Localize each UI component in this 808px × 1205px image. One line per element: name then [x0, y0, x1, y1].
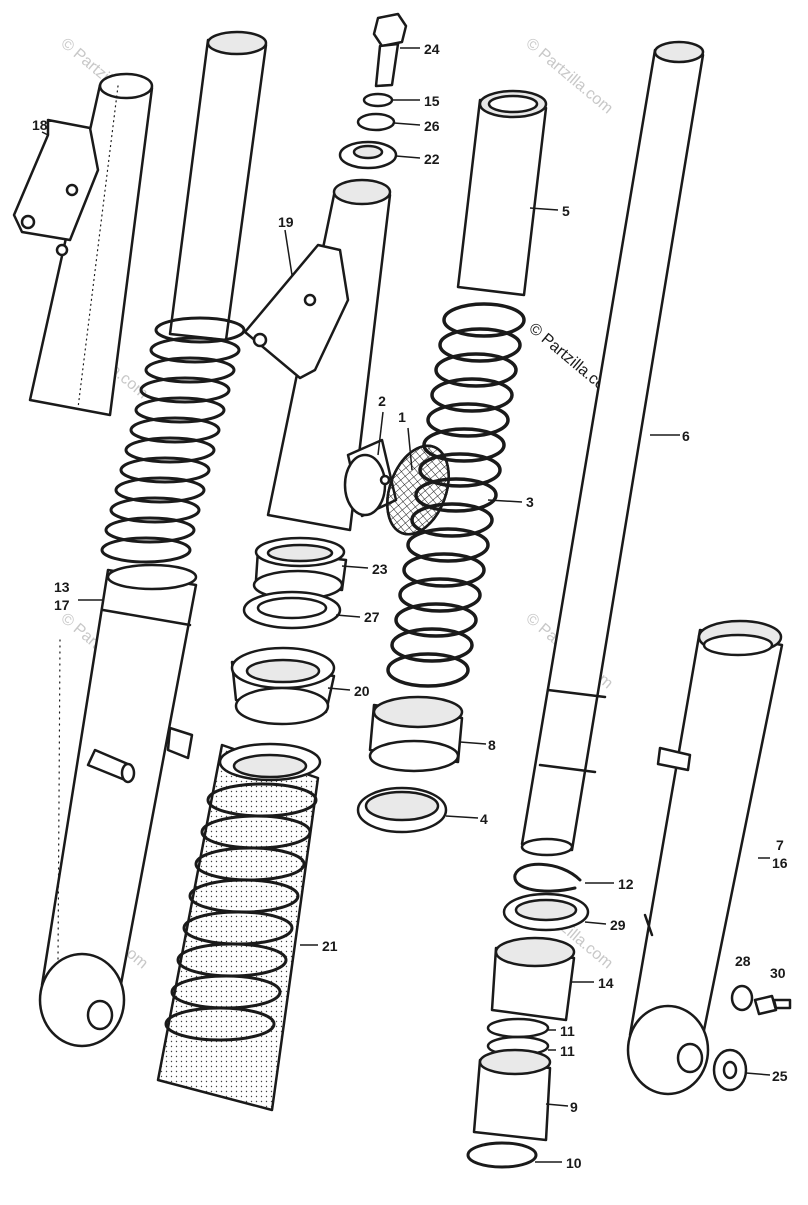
leader-lines: [41, 47, 771, 1163]
callout-15: 15: [424, 93, 440, 109]
callout-27: 27: [364, 609, 380, 625]
callout-22: 22: [424, 151, 440, 167]
callout-3: 3: [526, 494, 534, 510]
spring-guide-tube: [456, 89, 548, 297]
callout-2: 2: [378, 393, 386, 409]
callout-7: 7: [776, 837, 784, 853]
callout-10: 10: [566, 1155, 582, 1171]
callout-14: 14: [598, 975, 614, 991]
callout-9: 9: [570, 1099, 578, 1115]
callout-30: 30: [770, 965, 786, 981]
callout-26: 26: [424, 118, 440, 134]
filter-disc: [386, 444, 450, 536]
drain-hardware: [712, 984, 792, 1092]
upper-fork-cover-right: [243, 178, 392, 532]
callout-19: 19: [278, 214, 294, 230]
gasket-ring: [242, 590, 342, 630]
callout-16: 16: [772, 855, 788, 871]
bushing: [368, 695, 464, 773]
callout-4: 4: [480, 811, 488, 827]
callout-11a: 11: [560, 1023, 575, 1039]
callout-6: 6: [682, 428, 690, 444]
callout-28: 28: [735, 953, 751, 969]
top-bolt-group: [338, 12, 408, 170]
callout-17: 17: [54, 597, 70, 613]
circlip-upper: [513, 862, 582, 893]
callout-13: 13: [54, 579, 70, 595]
fork-boot: [156, 742, 322, 1112]
oil-seal: [230, 646, 336, 726]
rubber-damper: [343, 438, 398, 518]
callout-5: 5: [562, 203, 570, 219]
right-bottom-case: [626, 619, 784, 1096]
callout-24: 24: [424, 41, 440, 57]
left-fork-assembly: [38, 30, 268, 1048]
inner-fork-tube: [520, 40, 705, 857]
cup-cap: [356, 786, 448, 834]
fork-collar: [252, 536, 348, 601]
piston: [472, 1048, 552, 1142]
callout-11b: 11: [560, 1043, 575, 1059]
callout-8: 8: [488, 737, 496, 753]
callout-12: 12: [618, 876, 634, 892]
callout-25: 25: [772, 1068, 788, 1084]
lower-bushing: [490, 936, 576, 1022]
upper-fork-cover-left: [12, 72, 154, 417]
callout-23: 23: [372, 561, 388, 577]
snap-ring: [466, 1141, 538, 1169]
slide-ring: [502, 892, 590, 932]
callout-20: 20: [354, 683, 370, 699]
callout-21: 21: [322, 938, 338, 954]
callout-29: 29: [610, 917, 626, 933]
callout-labels: 1 2 3 4 5 6 7 16 8 9 10 11 11 12 13 17 1…: [32, 41, 788, 1171]
callout-18: 18: [32, 117, 48, 133]
callout-1: 1: [398, 409, 406, 425]
